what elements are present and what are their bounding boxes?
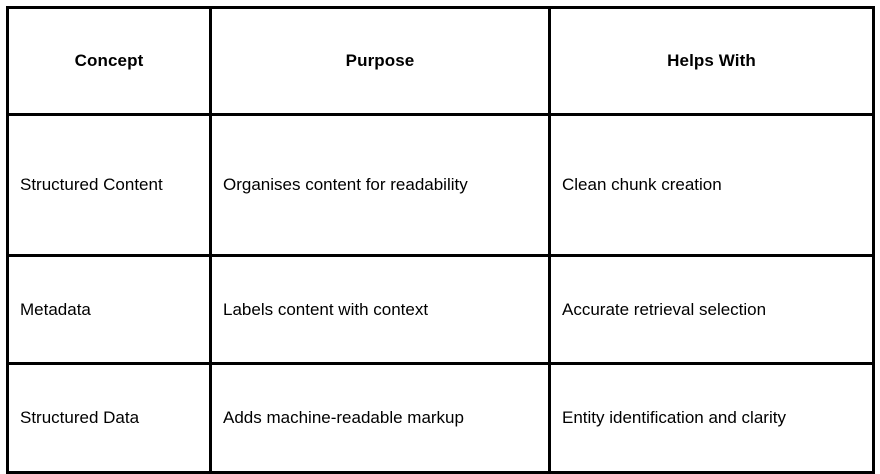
cell-helps-with-text: Clean chunk creation <box>562 175 722 195</box>
cell-concept: Structured Data <box>6 362 212 474</box>
table-header: Concept Purpose Helps With <box>6 6 875 116</box>
cell-helps-with: Entity identification and clarity <box>548 362 875 474</box>
cell-helps-with: Clean chunk creation <box>548 113 875 257</box>
cell-purpose-text: Organises content for readability <box>223 175 468 195</box>
table-header-row: Concept Purpose Helps With <box>6 6 875 116</box>
page-canvas: Concept Purpose Helps With Structured Co… <box>6 6 875 474</box>
cell-concept: Metadata <box>6 254 212 365</box>
cell-concept: Structured Content <box>6 113 212 257</box>
cell-helps-with-text: Entity identification and clarity <box>562 408 786 428</box>
table-row: Metadata Labels content with context Acc… <box>6 254 875 365</box>
table-row: Structured Data Adds machine-readable ma… <box>6 362 875 474</box>
cell-helps-with: Accurate retrieval selection <box>548 254 875 365</box>
cell-purpose: Adds machine-readable markup <box>209 362 551 474</box>
cell-helps-with-text: Accurate retrieval selection <box>562 299 767 319</box>
cell-concept-text: Metadata <box>20 299 91 319</box>
cell-concept-text: Structured Data <box>20 408 140 428</box>
cell-purpose: Organises content for readability <box>209 113 551 257</box>
concept-table: Concept Purpose Helps With Structured Co… <box>6 6 875 474</box>
table-row: Structured Content Organises content for… <box>6 113 875 257</box>
column-header-purpose: Purpose <box>209 6 551 116</box>
column-header-helps-with: Helps With <box>548 6 875 116</box>
column-header-purpose-label: Purpose <box>345 51 415 71</box>
cell-concept-text: Structured Content <box>20 175 163 195</box>
table-body: Structured Content Organises content for… <box>6 113 875 474</box>
cell-purpose-text: Labels content with context <box>223 299 429 319</box>
column-header-helps-with-label: Helps With <box>667 51 756 71</box>
cell-purpose: Labels content with context <box>209 254 551 365</box>
cell-purpose-text: Adds machine-readable markup <box>223 408 464 428</box>
column-header-concept-label: Concept <box>74 51 144 71</box>
column-header-concept: Concept <box>6 6 212 116</box>
